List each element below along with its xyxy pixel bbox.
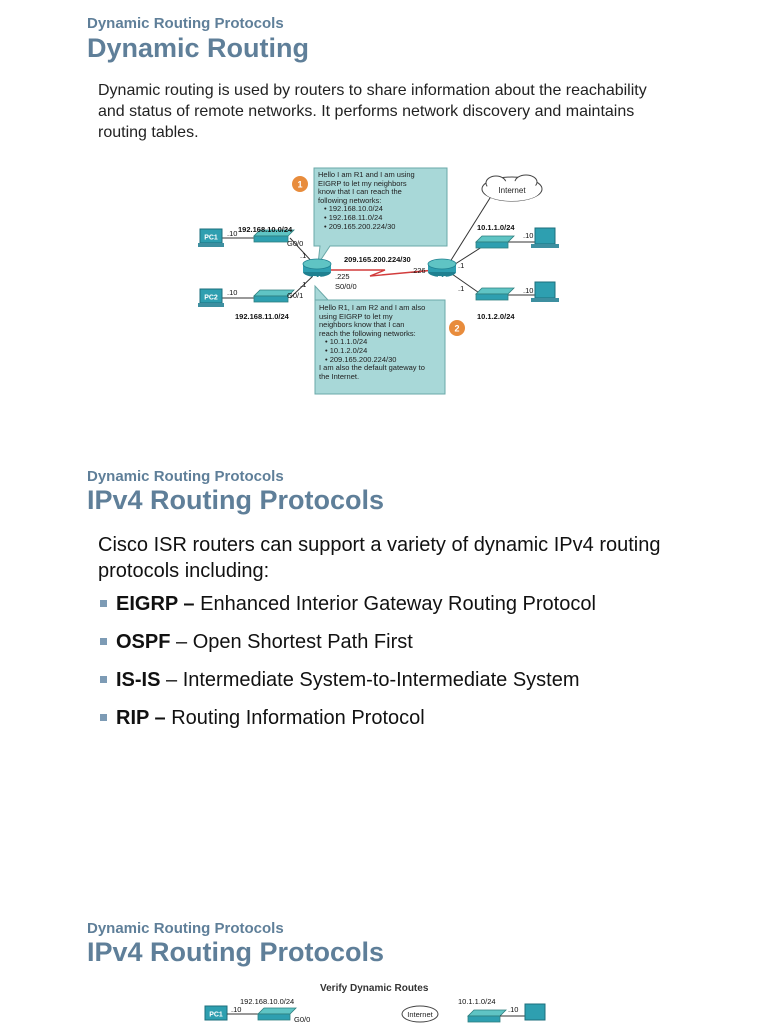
svg-text:PC2: PC2 [204,295,218,302]
label-r2-lan2-ip: .1 [458,284,464,293]
svg-text:2: 2 [454,324,459,334]
router-r1-icon: R1 [302,258,332,283]
label-net-lan2: 192.168.11.0/24 [235,312,290,321]
internet-cloud-icon: Internet [401,1005,439,1023]
pc-r2-lan1-icon [531,227,559,248]
svg-text:R2: R2 [438,276,447,283]
label-net-r2-lan2: 10.1.2.0/24 [477,312,515,321]
label-pc1-host: .10 [231,1005,241,1014]
switch-r2-lan1-icon [475,235,515,249]
callout-1-box [313,167,448,265]
internet-cloud-icon: Internet [481,174,543,202]
label-r1-g00: G0/0 [294,1015,310,1024]
callout-1-text: Hello I am R1 and I am using EIGRP to le… [318,170,415,231]
diagram-title: Verify Dynamic Routes [320,983,429,994]
badge-1 [292,176,308,192]
label-r1-g01: G0/1 [287,291,303,300]
verify-topology-diagram: PC1 192.168.10.0/24 .10 G0/0 Internet 10… [204,997,546,1024]
label-r2pc2-host: .10 [523,286,533,295]
slide-dynamic-routing: Dynamic Routing Protocols Dynamic Routin… [0,0,768,452]
pc-r2-lan2-icon [531,281,559,302]
slide-subtitle: Dynamic Routing Protocols [87,920,284,937]
switch-r2-lan2-icon [475,287,515,301]
pc1-icon: PC1 [204,1005,228,1021]
serial-wan-link [330,269,436,277]
label-net-r2-lan1: 10.1.1.0/24 [458,997,496,1006]
svg-text:Internet: Internet [407,1010,433,1019]
switch-lan1-icon [257,1007,297,1021]
label-r1-g01-ip: .1 [300,280,306,289]
pc1-icon: PC1 [198,228,224,247]
switch-lan2-icon [253,289,295,303]
callout-2-box [314,284,446,395]
label-r2-wan-ip: .226 [411,266,426,275]
list-item: EIGRP – Enhanced Interior Gateway Routin… [100,592,596,630]
callout-2-text: Hello R1, I am R2 and I am also using EI… [319,303,426,381]
svg-text:1: 1 [297,180,302,190]
label-pc2-host: .10 [227,288,237,297]
switch-r2-lan1-icon [467,1009,507,1023]
label-r1-wan-ip: .225 [335,272,350,281]
svg-text:R1: R1 [313,276,322,283]
label-r2pc1-host: .10 [523,231,533,240]
eigrp-topology-diagram: 1 2 Internet PC1 PC2 [198,167,559,395]
svg-text:PC1: PC1 [209,1012,223,1019]
slide-subtitle: Dynamic Routing Protocols [87,15,284,32]
svg-text:PC1: PC1 [204,235,218,242]
label-r1-g00-ip: .1 [300,251,306,260]
slide-verify-dynamic-routes: Dynamic Routing Protocols IPv4 Routing P… [0,904,768,1024]
router-r2-icon: R2 [427,258,457,283]
list-item: OSPF – Open Shortest Path First [100,630,596,668]
switch-lan1-icon [253,229,295,243]
slide-ipv4-routing-protocols: Dynamic Routing Protocols IPv4 Routing P… [0,452,768,904]
label-net-wan: 209.165.200.224/30 [344,255,411,264]
label-net-lan1: 192.168.10.0/24 [238,225,293,234]
label-r1-g00: G0/0 [287,239,303,248]
slide-paragraph: Cisco ISR routers can support a variety … [98,534,661,582]
network-links [222,189,535,299]
label-r1-s000: S0/0/0 [335,282,357,291]
slide-title: IPv4 Routing Protocols [87,937,385,967]
pc2-icon: PC2 [198,288,224,307]
pc-r2-lan1-icon [524,1003,546,1021]
protocol-list: EIGRP – Enhanced Interior Gateway Routin… [100,592,596,744]
slide-paragraph: Dynamic routing is used by routers to sh… [98,82,647,141]
badge-2 [449,320,465,336]
list-item: RIP – Routing Information Protocol [100,706,596,744]
label-net-lan1: 192.168.10.0/24 [240,997,294,1006]
slide-title: Dynamic Routing [87,33,310,63]
svg-text:Internet: Internet [498,186,526,195]
label-net-r2-lan1: 10.1.1.0/24 [477,223,515,232]
label-r2-lan1-ip: .1 [458,261,464,270]
label-pc1-host: .10 [227,229,237,238]
slide-subtitle: Dynamic Routing Protocols [87,468,284,485]
list-item: IS-IS – Intermediate System-to-Intermedi… [100,668,596,706]
slide-title: IPv4 Routing Protocols [87,485,385,515]
label-r2pc1-host: .10 [508,1005,518,1014]
